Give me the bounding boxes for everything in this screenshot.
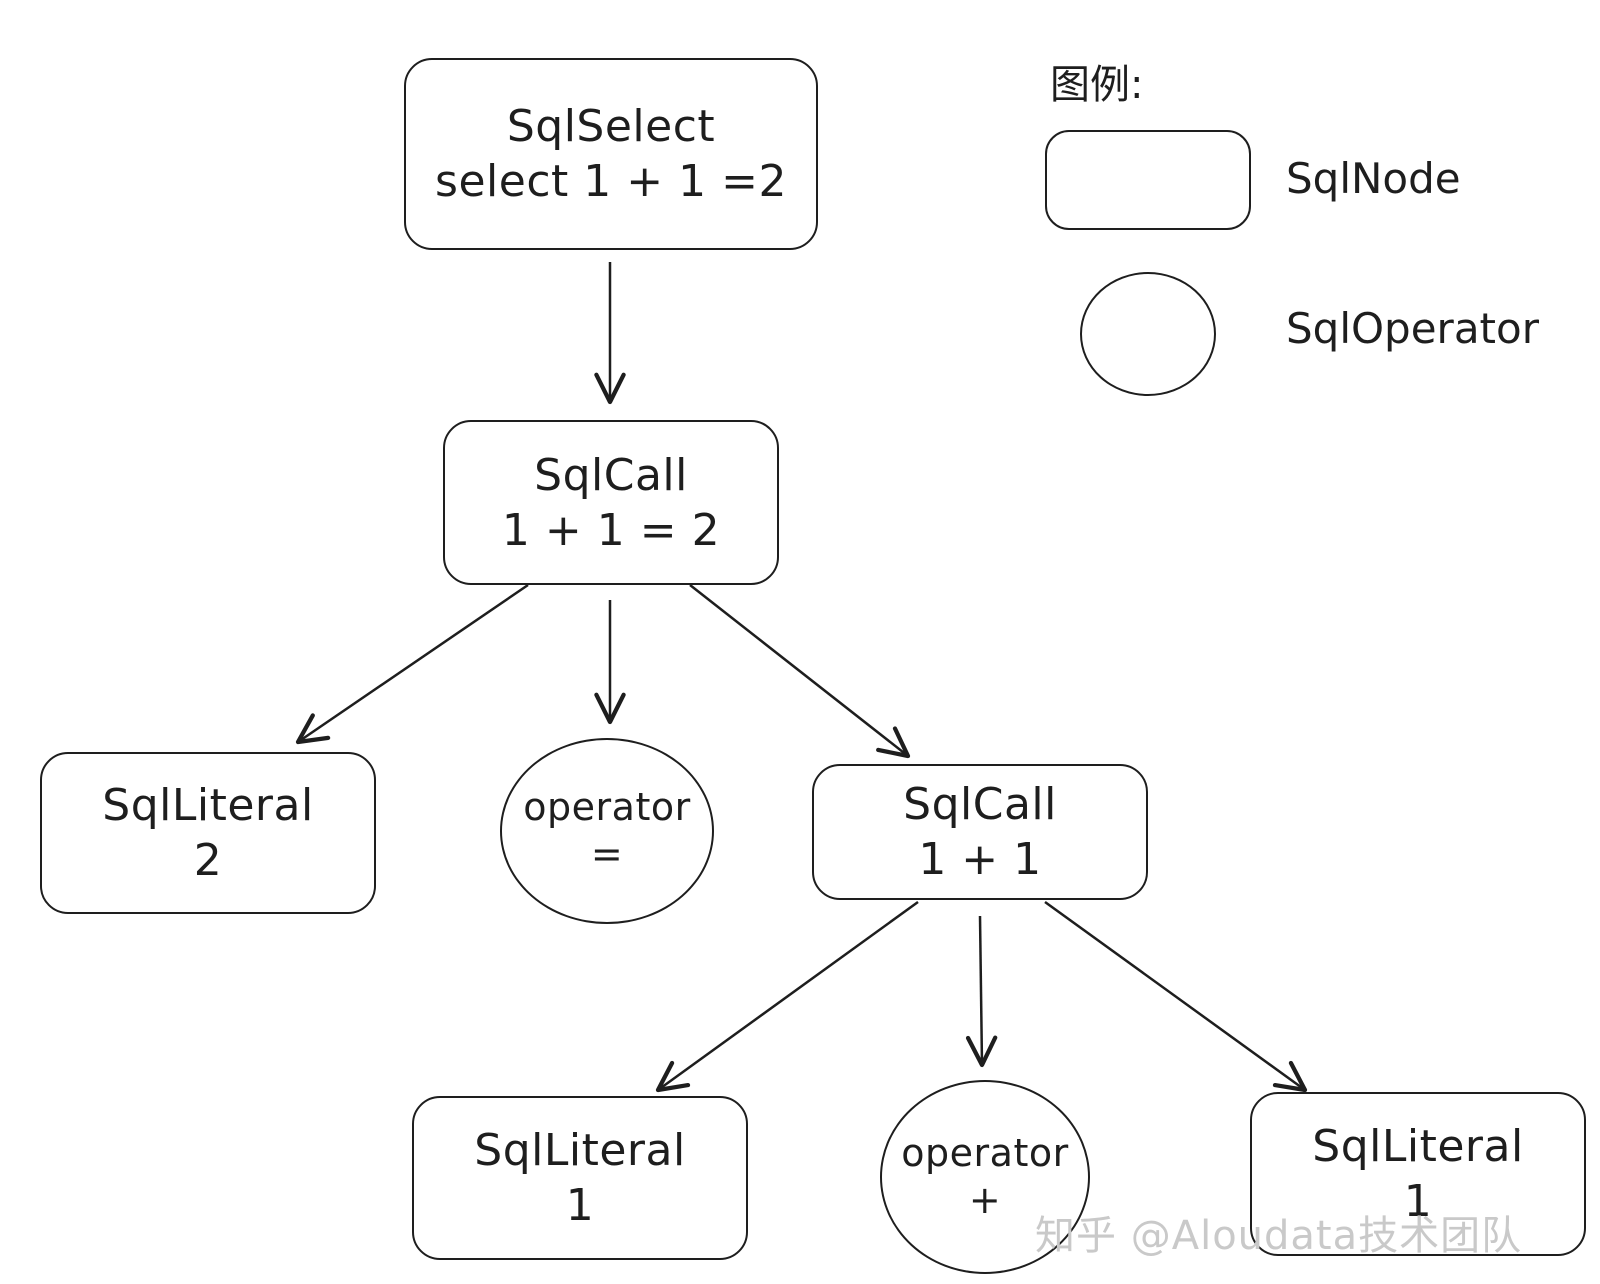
legend-sqloperator-label: SqlOperator <box>1286 304 1539 353</box>
node-sqlselect: SqlSelect select 1 + 1 =2 <box>404 58 818 250</box>
edge-call-sub-to-literal-1a <box>655 900 919 1093</box>
legend-title: 图例: <box>1050 62 1144 108</box>
node-operator-plus: operator + <box>880 1080 1090 1274</box>
node-label-symbol: + <box>968 1178 1002 1222</box>
node-label-type: SqlCall <box>534 449 688 501</box>
edge-call-sub-to-literal-1b <box>1044 900 1308 1093</box>
watermark: 知乎 @Aloudata技术团队 <box>1035 1213 1523 1259</box>
node-label-expr: 1 + 1 = 2 <box>501 504 721 556</box>
node-label-type: SqlCall <box>903 779 1057 830</box>
node-label-value: 1 <box>565 1180 595 1231</box>
node-sqlcall-sub: SqlCall 1 + 1 <box>812 764 1148 900</box>
node-label-expr: 1 + 1 <box>918 834 1042 885</box>
node-label-value: 2 <box>193 835 223 886</box>
node-label-type: SqlLiteral <box>1312 1121 1524 1172</box>
legend-sqlnode-label: SqlNode <box>1286 154 1461 203</box>
node-label-expr: select 1 + 1 =2 <box>435 156 787 207</box>
node-label-value: 1 <box>1403 1176 1433 1227</box>
edge-call-top-to-call-sub <box>689 584 911 759</box>
edge-call-top-to-literal-2 <box>295 583 529 745</box>
node-sqlliteral-2: SqlLiteral 2 <box>40 752 376 914</box>
node-label-type: SqlSelect <box>506 101 716 152</box>
node-label-type: operator <box>901 1130 1069 1175</box>
legend-sqloperator-swatch <box>1080 272 1216 396</box>
node-label-type: SqlLiteral <box>474 1125 686 1176</box>
node-label-symbol: = <box>590 832 624 876</box>
node-label-type: operator <box>523 784 691 829</box>
node-sqlcall-top: SqlCall 1 + 1 = 2 <box>443 420 779 585</box>
node-label-type: SqlLiteral <box>102 780 314 831</box>
node-sqlliteral-1a: SqlLiteral 1 <box>412 1096 748 1260</box>
node-operator-equals: operator = <box>500 738 714 924</box>
legend-sqlnode-swatch <box>1045 130 1251 230</box>
edge-call-sub-to-op-plus <box>965 915 998 1068</box>
node-sqlliteral-1b: SqlLiteral 1 <box>1250 1092 1586 1256</box>
